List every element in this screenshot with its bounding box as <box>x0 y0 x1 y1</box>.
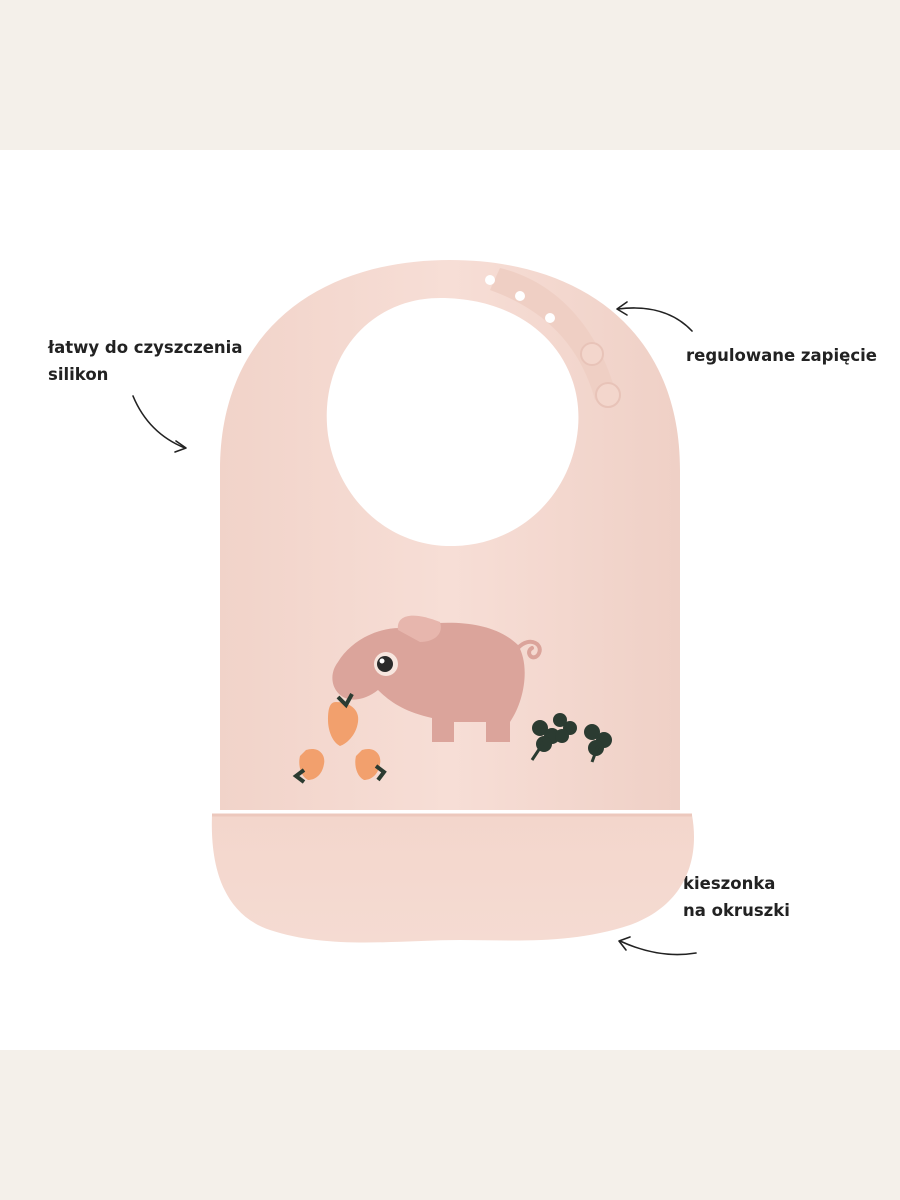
label-easy-clean: łatwy do czyszczenia silikon <box>48 334 242 388</box>
crumb-pocket <box>211 815 695 943</box>
snap-button-2 <box>595 382 621 408</box>
label-adjustable-clasp: regulowane zapięcie <box>686 342 877 369</box>
strap-hole-3 <box>545 313 555 323</box>
strawberry-illustration <box>292 693 387 784</box>
label-easy-clean-line2: silikon <box>48 365 109 384</box>
top-background-band <box>0 0 900 150</box>
label-adjustable-clasp-line1: regulowane zapięcie <box>686 346 877 365</box>
clover-illustration <box>530 713 612 763</box>
label-crumb-pocket-line1: kieszonka <box>683 874 776 893</box>
strap-hole-1 <box>485 275 495 285</box>
label-crumb-pocket-line2: na okruszki <box>683 901 790 920</box>
bottom-background-band <box>0 1050 900 1200</box>
label-easy-clean-line1: łatwy do czyszczenia <box>48 338 243 357</box>
silicone-bib-image <box>211 260 695 943</box>
snap-button-1 <box>580 342 604 366</box>
strap-hole-2 <box>515 291 525 301</box>
arrow-easy-clean-icon <box>132 395 187 453</box>
label-crumb-pocket: kieszonka na okruszki <box>683 870 790 924</box>
arrow-adjustable-clasp-icon <box>616 301 693 332</box>
clasp-strap <box>490 268 615 400</box>
arrow-crumb-pocket-icon <box>618 936 697 956</box>
pig-illustration <box>332 615 542 742</box>
